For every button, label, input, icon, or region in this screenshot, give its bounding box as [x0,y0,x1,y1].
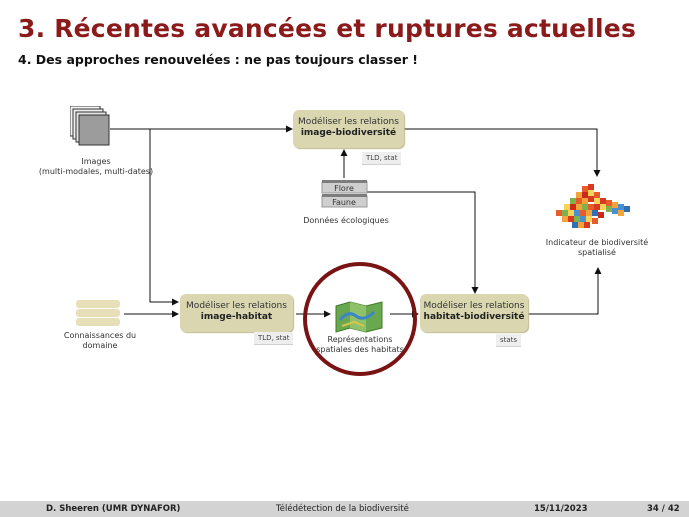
box-image-habitat-line2: image-habitat [200,312,273,322]
indicator-label: Indicateur de biodiversité spatialisé [545,238,649,257]
box-image-biodiversity-line1: Modéliser les relations [298,117,399,127]
footer-date: 15/11/2023 [534,504,588,514]
highlight-circle [303,262,417,376]
knowledge-label: Connaissances du domaine [63,331,137,350]
tag-habitat-biodiversity: stats [496,334,522,347]
tag-image-biodiversity: TLD, stat [362,152,402,165]
biodiversity-map-icon [556,184,630,228]
box-image-biodiversity: Modéliser les relations image-biodiversi… [293,110,404,148]
footer-course: Télédétection de la biodiversité [276,504,409,514]
arrow-db-to-habitat-biodiv [367,191,479,294]
box-habitat-biodiversity: Modéliser les relations habitat-biodiver… [420,294,528,332]
habitat-repr-label: Représentations spatiales des habitats [316,335,404,354]
db-faune-label: Faune [332,198,356,207]
arrow-images-to-image-habitat [149,129,179,306]
slide-subtitle: 4. Des approches renouvelées : ne pas to… [18,52,418,67]
footer-author: D. Sheeren (UMR DYNAFOR) [46,504,181,514]
db-ecologic-label: Données écologiques [303,216,389,225]
box-habitat-biodiversity-line2: habitat-biodiversité [423,312,525,322]
db-flore-label: Flore [334,184,354,193]
arrow-image-biodiv-to-indicator [404,128,601,177]
tag-image-habitat: TLD, stat [254,332,294,345]
box-image-habitat-line1: Modéliser les relations [186,301,287,311]
box-habitat-biodiversity-line1: Modéliser les relations [423,301,525,311]
images-label: Images (multi-modales, multi-dates) [38,157,154,176]
box-image-habitat: Modéliser les relations image-habitat [180,294,293,332]
box-image-biodiversity-line2: image-biodiversité [300,128,397,138]
slide-title: 3. Récentes avancées et ruptures actuell… [18,14,637,43]
habitat-map-icon [335,301,383,333]
footer-page: 34 / 42 [647,504,680,514]
database-icon [321,180,368,208]
slide-footer: D. Sheeren (UMR DYNAFOR) Télédétection d… [0,501,689,517]
image-stack-icon [70,106,110,146]
arrow-habitat-biodiv-to-indicator [528,267,602,315]
knowledge-db-icon [76,300,120,326]
